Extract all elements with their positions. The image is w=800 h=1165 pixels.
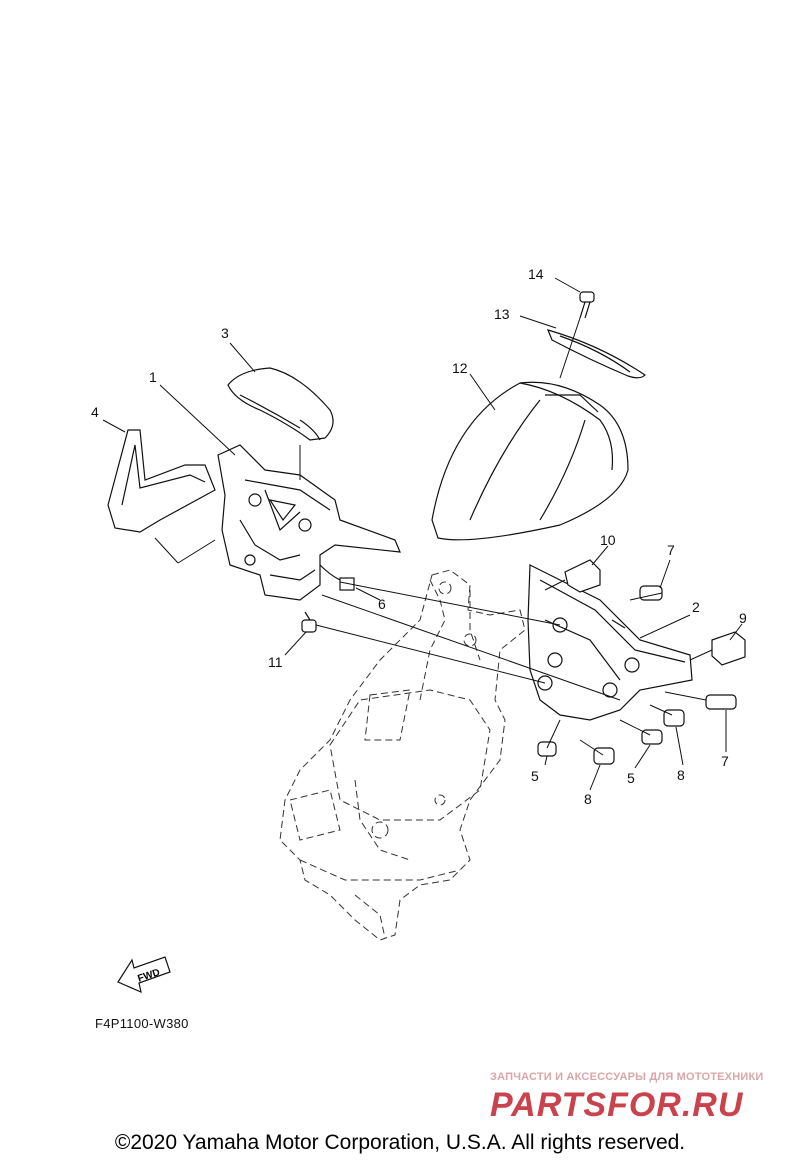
callout-1: 1 <box>149 369 157 385</box>
part-2-bracket <box>527 564 693 721</box>
callout-12: 12 <box>452 360 468 376</box>
callout-10: 10 <box>600 532 616 548</box>
callout-8-left: 8 <box>584 791 592 807</box>
part-9-clip <box>711 631 746 666</box>
frame-outline <box>279 569 526 941</box>
part-12-cover <box>431 381 629 541</box>
part-5-screw-left <box>537 741 557 757</box>
part-8-screw-left <box>593 747 615 765</box>
callout-6: 6 <box>378 596 386 612</box>
part-10-clip <box>564 559 601 593</box>
callout-7-lower: 7 <box>721 753 729 769</box>
part-3-cover <box>227 367 334 441</box>
callout-4: 4 <box>91 404 99 420</box>
watermark-logo: PARTSFOR.RU <box>490 1086 744 1122</box>
assembly-lines <box>154 317 713 756</box>
fwd-arrow-icon: FWD <box>117 956 171 994</box>
part-14-screw <box>579 291 595 319</box>
callout-3: 3 <box>221 325 229 341</box>
callout-9: 9 <box>739 610 747 626</box>
part-6-connector <box>319 564 355 591</box>
callout-11: 11 <box>268 654 283 670</box>
callout-5-left: 5 <box>531 768 539 784</box>
callout-13: 13 <box>494 306 510 322</box>
part-7-screw-lower <box>705 694 737 710</box>
callout-14: 14 <box>528 266 544 282</box>
watermark-tagline: ЗАПЧАСТИ И АКСЕССУАРЫ ДЛЯ МОТОТЕХНИКИ <box>490 1071 764 1083</box>
callout-2: 2 <box>692 599 700 615</box>
copyright-notice: ©2020 Yamaha Motor Corporation, U.S.A. A… <box>114 1131 686 1154</box>
callout-7-upper: 7 <box>667 542 675 558</box>
callout-8-right: 8 <box>677 767 685 783</box>
part-11-screw <box>301 611 317 633</box>
callout-5-right: 5 <box>627 770 635 786</box>
callout-leaders <box>102 277 743 791</box>
part-1-handlebar-cover <box>217 444 401 601</box>
part-4-trim <box>107 429 216 533</box>
diagram-code: F4P1100-W380 <box>95 1016 189 1031</box>
part-7-screw-upper <box>639 585 663 601</box>
svg-text:PARTSFOR.RU: PARTSFOR.RU <box>490 1086 744 1122</box>
